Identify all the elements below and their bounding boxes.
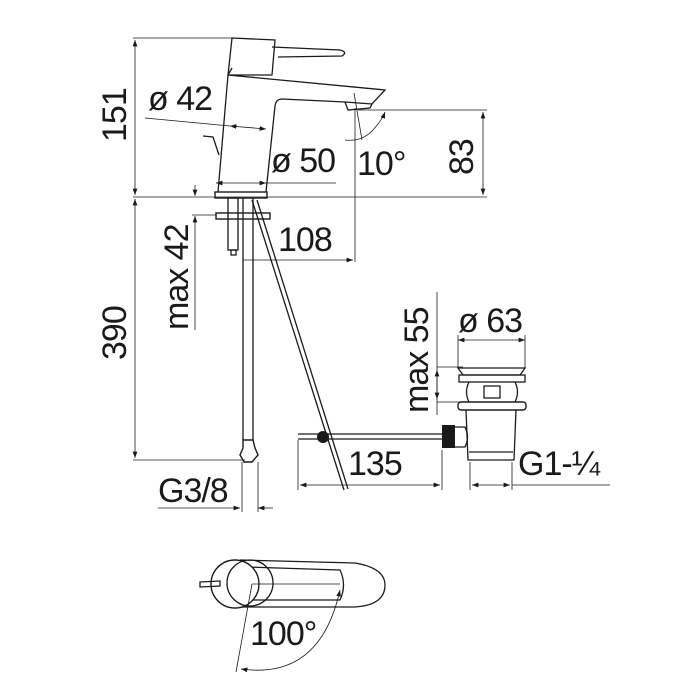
label-waste-flange-diameter: ø 63 — [458, 302, 522, 340]
label-waste-thread: G1-¼ — [518, 445, 601, 483]
popup-waste — [297, 292, 610, 490]
label-hose-thread: G3/8 — [158, 472, 228, 510]
label-max-deck-thickness: max 42 — [158, 224, 196, 330]
label-popup-rod-length: 135 — [348, 445, 402, 483]
label-spout-angle: 10° — [357, 145, 405, 183]
label-spout-height: 83 — [443, 139, 481, 175]
label-total-height: 151 — [96, 88, 134, 142]
faucet-top-view — [199, 559, 386, 673]
faucet-side-view — [202, 37, 387, 491]
label-lever-rotation: 100° — [250, 615, 316, 653]
label-spout-reach: 108 — [278, 221, 332, 259]
dimension-lines — [132, 37, 487, 512]
label-base-diameter: ø 50 — [271, 142, 335, 180]
label-max-basin-thickness: max 55 — [398, 307, 436, 413]
label-under-deck-length: 390 — [96, 306, 134, 360]
label-body-diameter: ø 42 — [148, 80, 212, 118]
dimension-labels: 151 ø 42 ø 50 10° 83 108 max 42 390 G3/8… — [96, 80, 602, 653]
